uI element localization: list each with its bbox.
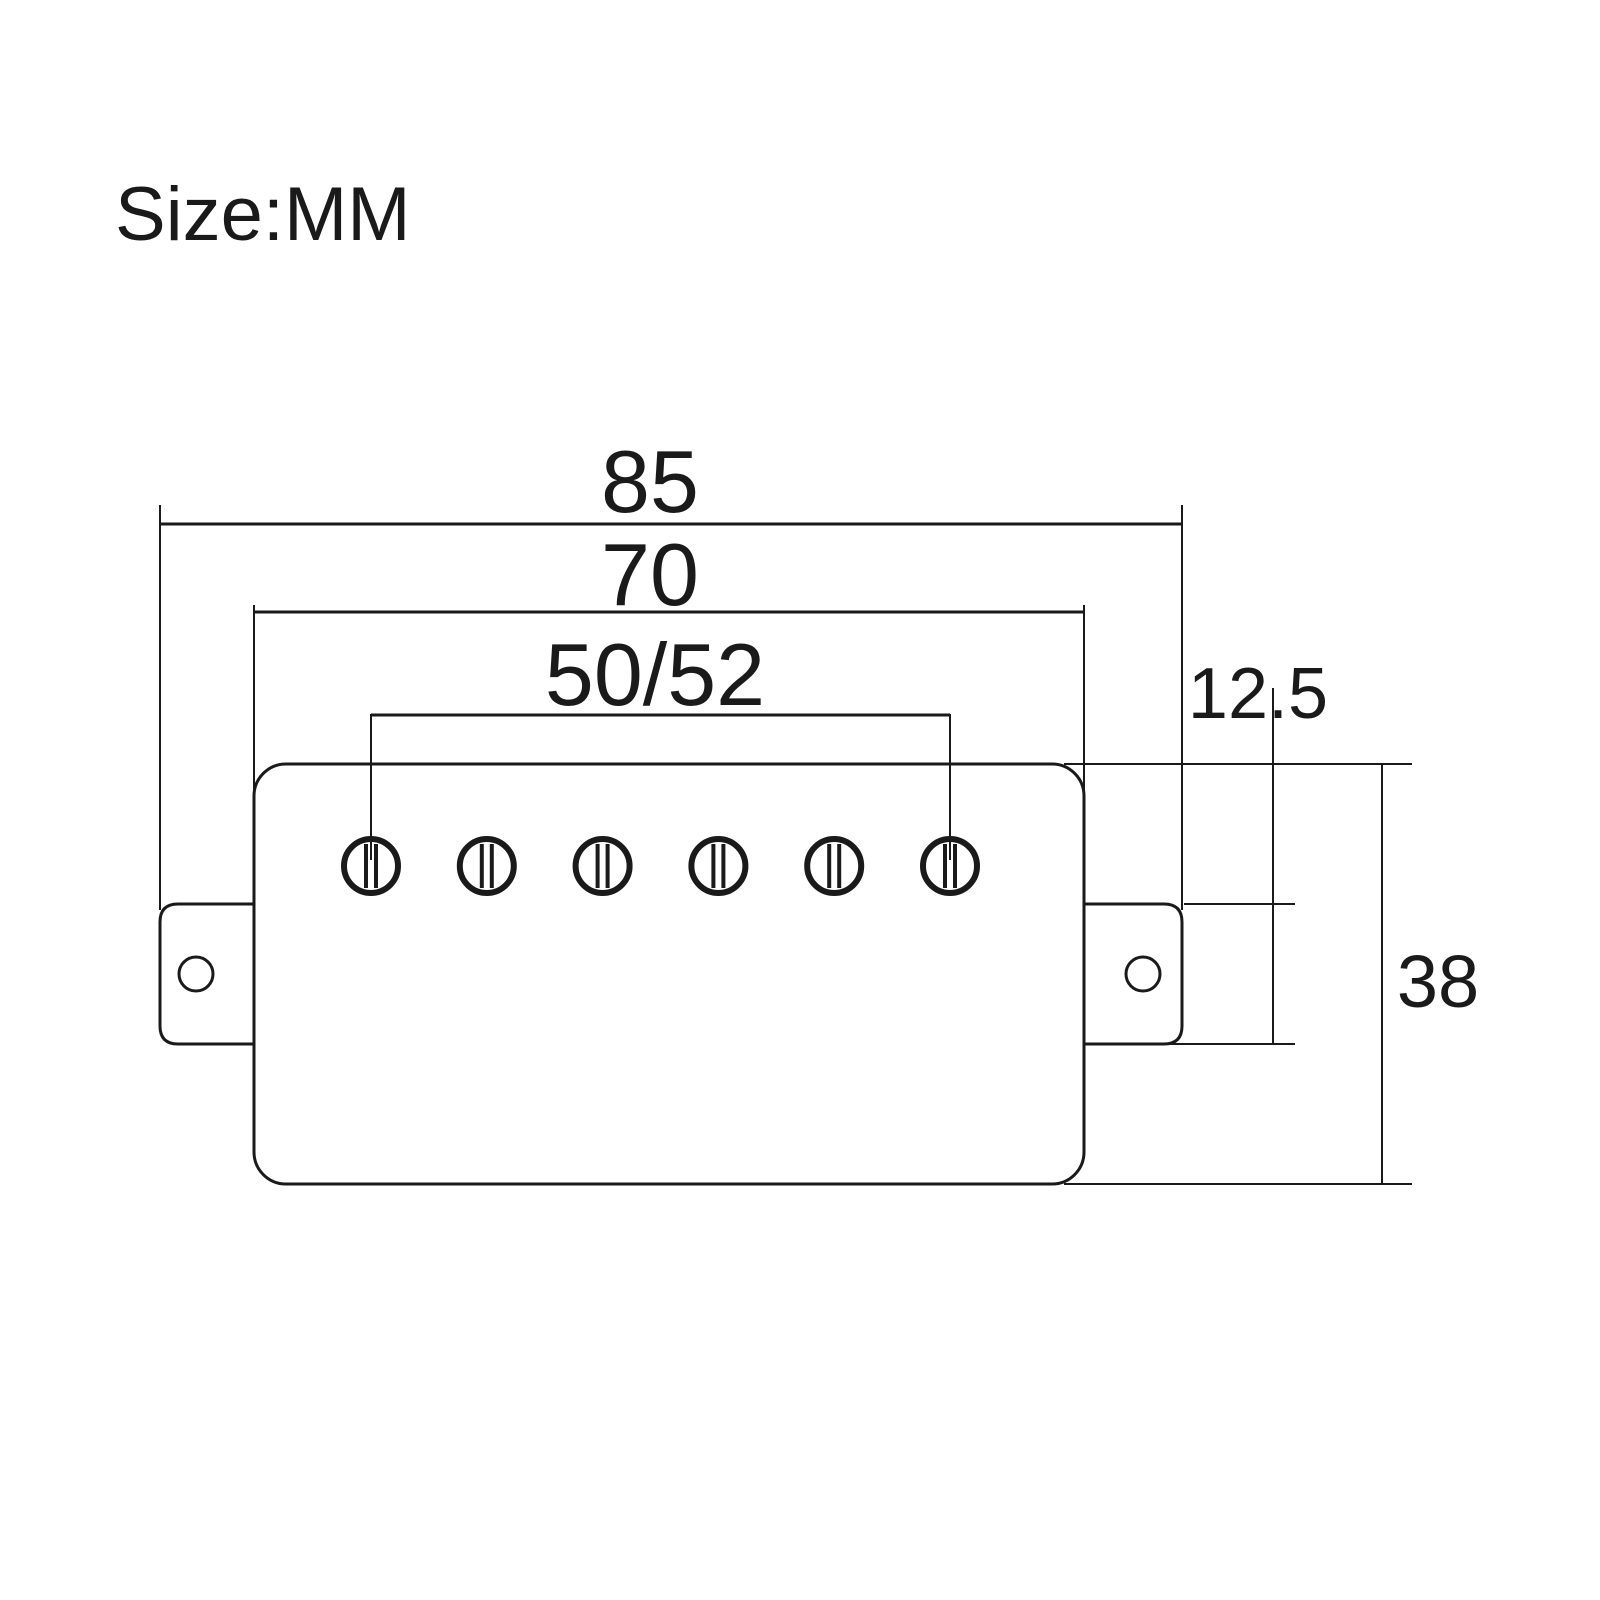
right-mounting-ear — [1084, 902, 1184, 1046]
pole-piece-screw — [572, 836, 633, 896]
overall-width-value: 85 — [601, 432, 699, 531]
pole-piece-screw — [920, 836, 980, 896]
pickup-cover — [252, 762, 1086, 1186]
pole-piece-screw — [456, 836, 517, 896]
left-mounting-ear — [158, 902, 254, 1046]
pickup-body — [158, 762, 1184, 1186]
pole-piece-screw — [804, 836, 865, 896]
pole-spacing-value: 50/52 — [545, 625, 765, 724]
pole-piece-screw — [688, 836, 749, 896]
cover-height-value: 38 — [1397, 940, 1479, 1023]
height-dimensions: 12.5 38 — [1064, 654, 1479, 1185]
left-mounting-hole — [177, 955, 215, 993]
right-mounting-hole — [1124, 955, 1162, 993]
mounting-ear-height-value: 12.5 — [1188, 654, 1328, 734]
pole-pieces — [341, 836, 980, 896]
pole-spacing-dimension: 50/52 — [370, 625, 951, 860]
pole-piece-screw — [341, 836, 401, 896]
cover-width-value: 70 — [601, 525, 699, 624]
size-unit-label: Size:MM — [115, 172, 411, 257]
cover-width-dimension: 70 — [253, 525, 1085, 790]
overall-width-dimension: 85 — [159, 432, 1183, 910]
